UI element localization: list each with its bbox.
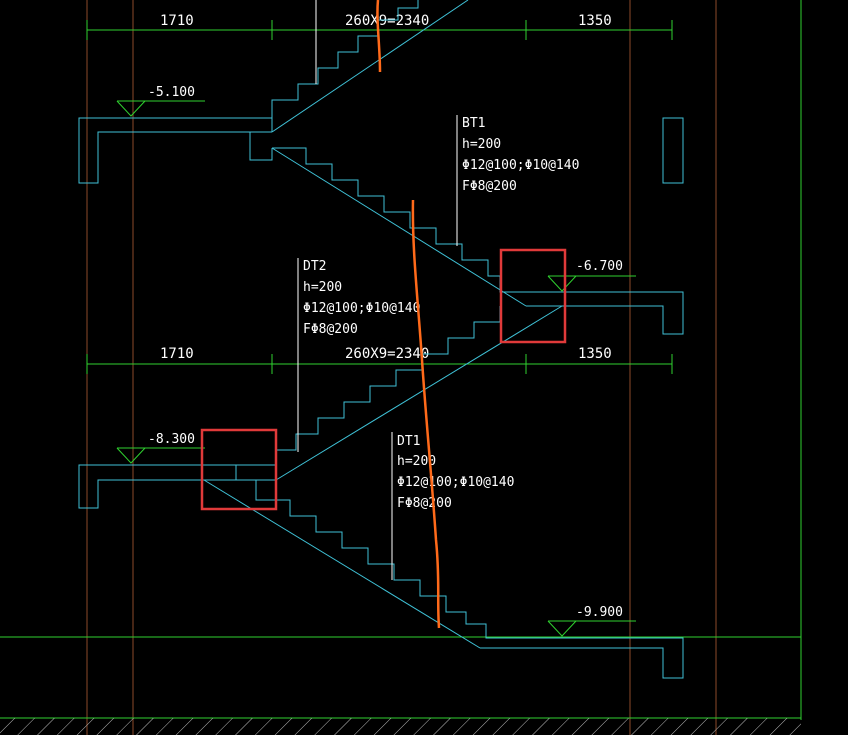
dt2-name: DT2 xyxy=(303,259,326,274)
lower-dim-left: 1710 xyxy=(160,346,194,362)
upper-dim-left: 1710 xyxy=(160,13,194,29)
bt1-rebar: Φ12@100;Φ10@140 xyxy=(462,158,579,173)
dt2-rebar: Φ12@100;Φ10@140 xyxy=(303,301,420,316)
stair-outline xyxy=(78,0,684,679)
cut-line-top xyxy=(376,0,382,73)
upper-left-landing-under xyxy=(249,132,273,161)
dt1-dist: FΦ8@200 xyxy=(397,496,452,511)
level-label-2: -6.700 xyxy=(576,259,623,274)
level-label-1: -5.100 xyxy=(148,85,195,100)
level-markers xyxy=(116,100,636,637)
level-label-4: -9.900 xyxy=(576,605,623,620)
highlight-boxes xyxy=(200,248,567,511)
bt1-dist: FΦ8@200 xyxy=(462,179,517,194)
top-flight-slab xyxy=(271,0,469,133)
cut-lines xyxy=(376,0,441,629)
top-flight-steps xyxy=(271,0,419,132)
note-bt1: BT1 h=200 Φ12@100;Φ10@140 FΦ8@200 xyxy=(462,116,579,194)
bt1-h: h=200 xyxy=(462,137,501,152)
dt2-dist: FΦ8@200 xyxy=(303,322,358,337)
dt2-h: h=200 xyxy=(303,280,342,295)
lower-dim-middle: 260X9=2340 xyxy=(345,346,429,362)
middle-flight-steps xyxy=(272,147,526,293)
dt1-rebar: Φ12@100;Φ10@140 xyxy=(397,475,514,490)
level-label-3: -8.300 xyxy=(148,432,195,447)
middle-flight-slab xyxy=(271,147,527,307)
upper-dim-right: 1350 xyxy=(578,13,612,29)
lower-left-landing xyxy=(78,464,276,509)
right-landing xyxy=(526,291,684,335)
highlight-box-left xyxy=(200,428,278,511)
right-column xyxy=(662,117,684,184)
dt1-h: h=200 xyxy=(397,454,436,469)
lower-dim-right: 1350 xyxy=(578,346,612,362)
lower-flight-steps xyxy=(275,306,501,465)
note-dt1: DT1 h=200 Φ12@100;Φ10@140 FΦ8@200 xyxy=(397,434,514,511)
lower-flight-slab xyxy=(275,305,563,481)
upper-dim-middle: 260X9=2340 xyxy=(345,13,429,29)
dt1-name: DT1 xyxy=(397,434,420,449)
note-leaders xyxy=(297,0,458,580)
cut-line-main xyxy=(411,199,441,629)
note-dt2: DT2 h=200 Φ12@100;Φ10@140 FΦ8@200 xyxy=(303,259,420,337)
highlight-box-right xyxy=(499,248,567,344)
dimension-lines xyxy=(86,20,673,374)
bottom-flight-steps xyxy=(276,499,684,679)
bt1-name: BT1 xyxy=(462,116,485,131)
ground-hatch xyxy=(0,718,801,735)
